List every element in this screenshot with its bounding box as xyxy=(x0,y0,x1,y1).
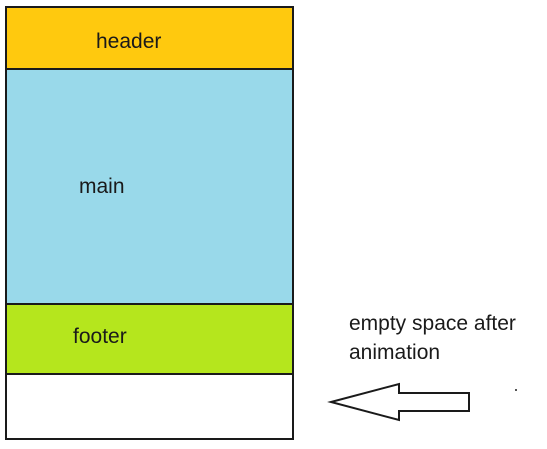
annotation-line-2: animation xyxy=(349,341,441,364)
footer-label: footer xyxy=(73,325,127,348)
main-block: main xyxy=(7,70,292,305)
annotation-line-1: empty space after xyxy=(349,312,516,335)
main-label: main xyxy=(79,175,125,198)
left-arrow-icon xyxy=(327,382,470,422)
stray-dot xyxy=(515,389,517,391)
header-label: header xyxy=(96,30,162,53)
annotation-text: empty space after animation xyxy=(349,309,516,367)
page-layout-frame: header main footer xyxy=(5,6,294,440)
footer-block: footer xyxy=(7,305,292,375)
header-block: header xyxy=(7,8,292,70)
empty-space-block xyxy=(7,375,292,438)
